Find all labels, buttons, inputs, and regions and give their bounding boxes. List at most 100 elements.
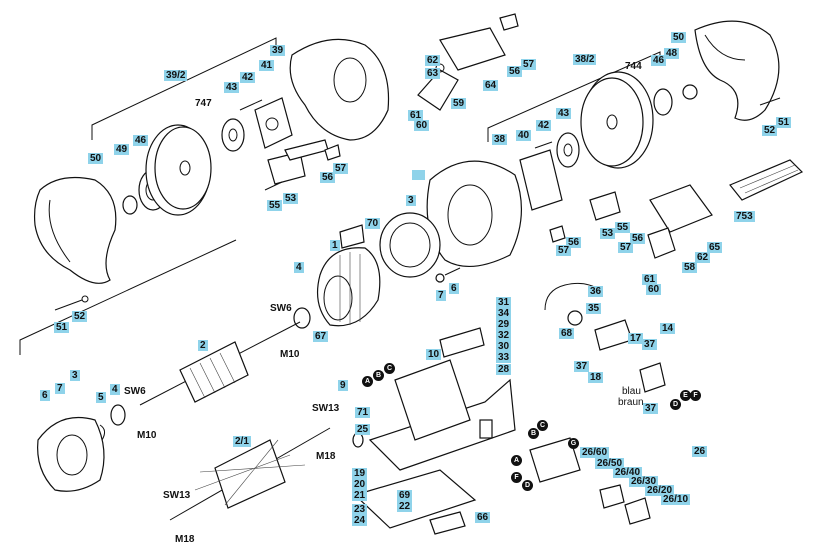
label-26-40: 26/40 [613, 467, 643, 478]
label-4-lower: 4 [110, 384, 120, 395]
wheel-guard-50-left [33, 177, 117, 284]
label-51-left: 51 [54, 322, 70, 333]
wire-letter-c-1: C [384, 363, 395, 374]
label-64: 64 [483, 80, 499, 91]
screw-51-52-right [759, 97, 781, 106]
label-26-50: 26/50 [595, 458, 625, 469]
capacitor-17 [639, 362, 666, 393]
label-9: 9 [338, 380, 348, 391]
shield-holder-58 [647, 227, 676, 259]
label-18: 18 [588, 372, 604, 383]
label-26-10: 26/10 [661, 494, 691, 505]
label-23: 23 [352, 504, 368, 515]
screw-42-right [534, 141, 553, 149]
label-65: 65 [707, 242, 723, 253]
label-46-right: 46 [651, 55, 667, 66]
label-52-right: 52 [762, 125, 778, 136]
label-26: 26 [692, 446, 708, 457]
label-70: 70 [365, 218, 381, 229]
label-37-bottom: 37 [643, 403, 659, 414]
label-3-endshield: 3 [70, 370, 80, 381]
wire-letter-g: G [568, 438, 579, 449]
tool-rest-arm-left [284, 139, 329, 161]
grommet-35 [567, 310, 583, 326]
label-26-20: 26/20 [645, 485, 675, 496]
bracket-lower-left [19, 239, 237, 355]
label-29: 29 [496, 319, 512, 330]
mounting-bracket-40 [519, 149, 563, 211]
label-69: 69 [397, 490, 413, 501]
label-53-right: 53 [600, 228, 616, 239]
label-20: 20 [352, 479, 368, 490]
label-57-top: 57 [521, 59, 537, 70]
label-40: 40 [516, 130, 532, 141]
label-57-left: 57 [333, 163, 349, 174]
label-49: 49 [114, 144, 130, 155]
label-3-housing: 3 [406, 195, 416, 206]
label-26-60: 26/60 [580, 447, 610, 458]
label-55-right: 55 [615, 222, 631, 233]
label-39: 39 [270, 45, 286, 56]
label-43-right: 43 [556, 108, 572, 119]
label-41: 41 [259, 60, 275, 71]
switch-key-26-10 [624, 497, 651, 525]
label-17: 17 [628, 333, 644, 344]
label-62-right: 62 [695, 252, 711, 263]
label-sw13-bottom: SW13 [163, 490, 191, 501]
label-25: 25 [355, 424, 371, 435]
label-50-left: 50 [88, 153, 104, 164]
wire-letter-b-2: B [528, 428, 539, 439]
flange-46-right [653, 88, 673, 116]
label-24: 24 [352, 515, 368, 526]
label-61-right: 61 [642, 274, 658, 285]
label-38: 38 [492, 134, 508, 145]
foot-25 [352, 432, 364, 448]
label-62-top: 62 [425, 55, 441, 66]
label-21: 21 [352, 490, 368, 501]
label-m10: M10 [280, 349, 300, 360]
dressing-stone-753 [729, 159, 804, 201]
armature-core-2 [179, 341, 249, 403]
label-753: 753 [734, 211, 755, 222]
label-56-right: 56 [566, 237, 582, 248]
switch-14 [594, 319, 633, 351]
label-6-lower: 6 [40, 390, 50, 401]
switch-26 [529, 437, 581, 483]
wire-letter-a-2: A [511, 455, 522, 466]
label-4: 4 [294, 262, 304, 273]
label-30: 30 [496, 341, 512, 352]
cable-clamp-32 [439, 327, 485, 358]
guard-rim-left [48, 199, 71, 263]
screw-6 [444, 267, 461, 276]
wire-letter-c-2: C [537, 420, 548, 431]
label-61-top: 61 [408, 110, 424, 121]
label-33: 33 [496, 352, 512, 363]
wire-letter-b-1: B [373, 370, 384, 381]
label-56-top: 56 [507, 66, 523, 77]
label-60-right: 60 [646, 284, 662, 295]
label-36: 36 [588, 286, 604, 297]
label-51-right: 51 [776, 117, 792, 128]
label-39-2: 39/2 [164, 70, 188, 81]
flange-43-right [556, 132, 580, 168]
screw-42-left [239, 99, 263, 111]
label-66: 66 [475, 512, 491, 523]
label-sw6: SW6 [270, 303, 292, 314]
mounting-bracket-41 [254, 97, 293, 149]
spring-5 [99, 424, 106, 441]
label-55-left: 55 [267, 200, 283, 211]
wheel-guard-39 [289, 38, 390, 141]
clip-56-57-top [499, 13, 519, 31]
label-59: 59 [451, 98, 467, 109]
label-5: 5 [96, 392, 106, 403]
nut-49 [122, 195, 138, 215]
stator-1 [317, 247, 381, 327]
label-70 [339, 224, 365, 249]
bracket-39-2 [91, 37, 277, 140]
label-22: 22 [397, 501, 413, 512]
label-52-left: 52 [72, 311, 88, 322]
label-46-left: 46 [133, 135, 149, 146]
motor-housing-3 [379, 212, 441, 278]
label-60-top: 60 [414, 120, 430, 131]
